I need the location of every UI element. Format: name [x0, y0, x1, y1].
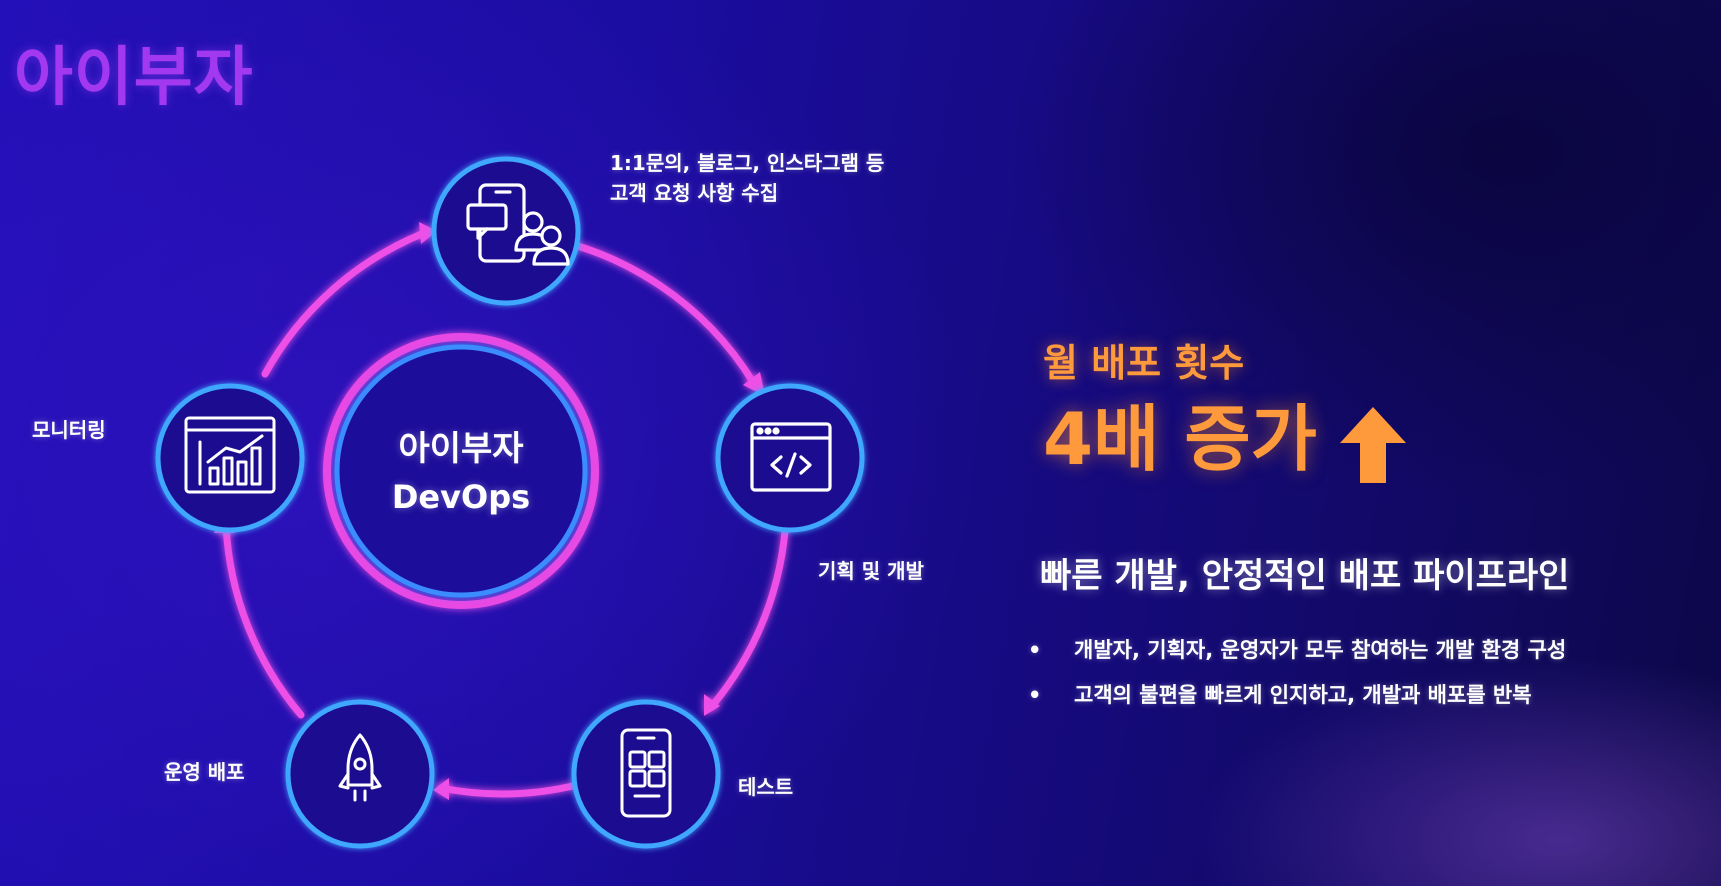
node-dev	[715, 383, 865, 533]
up-arrow-icon	[1340, 407, 1406, 483]
arrow-deploy-to-monitor	[222, 521, 305, 719]
bullet-text-2: 고객의 불편을 빠르게 인지하고, 개발과 배포를 반복	[1074, 683, 1532, 707]
stat-value: 4배 증가	[1043, 397, 1317, 481]
list-item: •고객의 불편을 빠르게 인지하고, 개발과 배포를 반복	[1028, 683, 1532, 707]
stat-title: 월 배포 횟수	[1043, 341, 1245, 385]
node-deploy	[285, 699, 435, 849]
step-label-monitor: 모니터링	[32, 415, 106, 445]
chat-users-icon	[466, 183, 570, 266]
code-window-icon	[750, 422, 832, 492]
devops-cycle-diagram	[155, 156, 865, 849]
step-label-test: 테스트	[738, 772, 793, 802]
bullet-text-1: 개발자, 기획자, 운영자가 모두 참여하는 개발 환경 구성	[1074, 638, 1567, 662]
headline: 빠른 개발, 안정적인 배포 파이프라인	[1040, 556, 1570, 596]
center-title-line1: 아이부자	[398, 429, 524, 469]
mobile-test-icon	[620, 728, 672, 818]
step-label-collect-line1: 1:1문의, 블로그, 인스타그램 등	[610, 151, 885, 175]
node-collect	[431, 156, 581, 306]
step-label-deploy-line1: 운영 배포	[164, 760, 245, 784]
brand-logo: 아이부자	[14, 41, 254, 115]
arrow-dev-to-test	[708, 512, 790, 710]
arrow-monitor-to-collect	[261, 229, 428, 378]
step-label-collect-line2: 고객 요청 사항 수집	[610, 181, 779, 205]
center-title-line2: DevOps	[391, 478, 531, 516]
bullet-list: •개발자, 기획자, 운영자가 모두 참여하는 개발 환경 구성 •고객의 불편…	[1028, 628, 1566, 718]
step-label-monitor-line1: 모니터링	[32, 418, 106, 442]
list-item: •개발자, 기획자, 운영자가 모두 참여하는 개발 환경 구성	[1028, 638, 1567, 662]
step-label-dev: 기획 및 개발	[818, 556, 924, 586]
monitoring-chart-icon	[184, 416, 276, 494]
center-pink-ring	[323, 333, 599, 609]
arrow-test-to-deploy	[437, 781, 581, 798]
step-label-deploy: 운영 배포	[164, 757, 245, 787]
step-label-collect: 1:1문의, 블로그, 인스타그램 등 고객 요청 사항 수집	[610, 148, 884, 208]
center-title: 아이부자 DevOps	[345, 425, 577, 521]
step-label-dev-line1: 기획 및 개발	[818, 559, 924, 583]
step-label-test-line1: 테스트	[738, 775, 794, 799]
rocket-icon	[338, 733, 382, 802]
center-blue-ring	[334, 344, 588, 598]
